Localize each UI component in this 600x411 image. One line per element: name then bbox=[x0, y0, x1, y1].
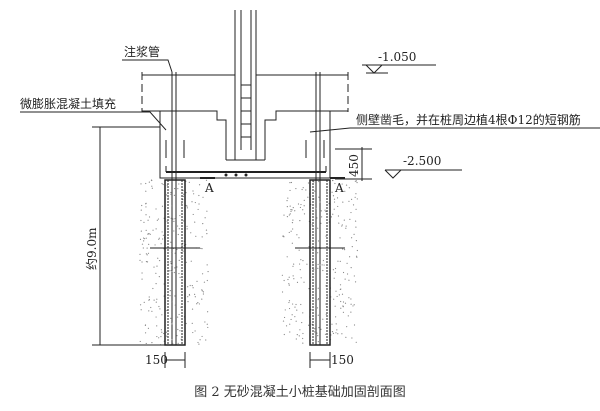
grout-pipe-label: 注浆管 bbox=[124, 44, 160, 59]
column bbox=[226, 10, 265, 161]
soil-stipple bbox=[139, 179, 358, 346]
pile-dia-left: 150 bbox=[145, 353, 168, 367]
level-top-label: -1.050 bbox=[378, 50, 416, 64]
pile-length-label: 约9.0m bbox=[84, 227, 99, 270]
pile-dia-right: 150 bbox=[331, 353, 354, 367]
level-bottom-label: -2.500 bbox=[403, 154, 441, 168]
pile-cap bbox=[141, 72, 349, 179]
section-a-right: A bbox=[334, 181, 344, 195]
fill-label: 微膨胀混凝土填充 bbox=[20, 96, 116, 111]
pile-left bbox=[150, 179, 200, 346]
figure-caption: 图 2 无砂混凝土小桩基础加固剖面图 bbox=[194, 384, 406, 400]
side-wall-label: 侧壁凿毛，并在桩周边植4根Φ12的短钢筋 bbox=[356, 112, 581, 127]
section-a-left: A bbox=[204, 181, 214, 195]
dim-450-label: 450 bbox=[347, 154, 361, 177]
pile-right bbox=[295, 179, 345, 346]
